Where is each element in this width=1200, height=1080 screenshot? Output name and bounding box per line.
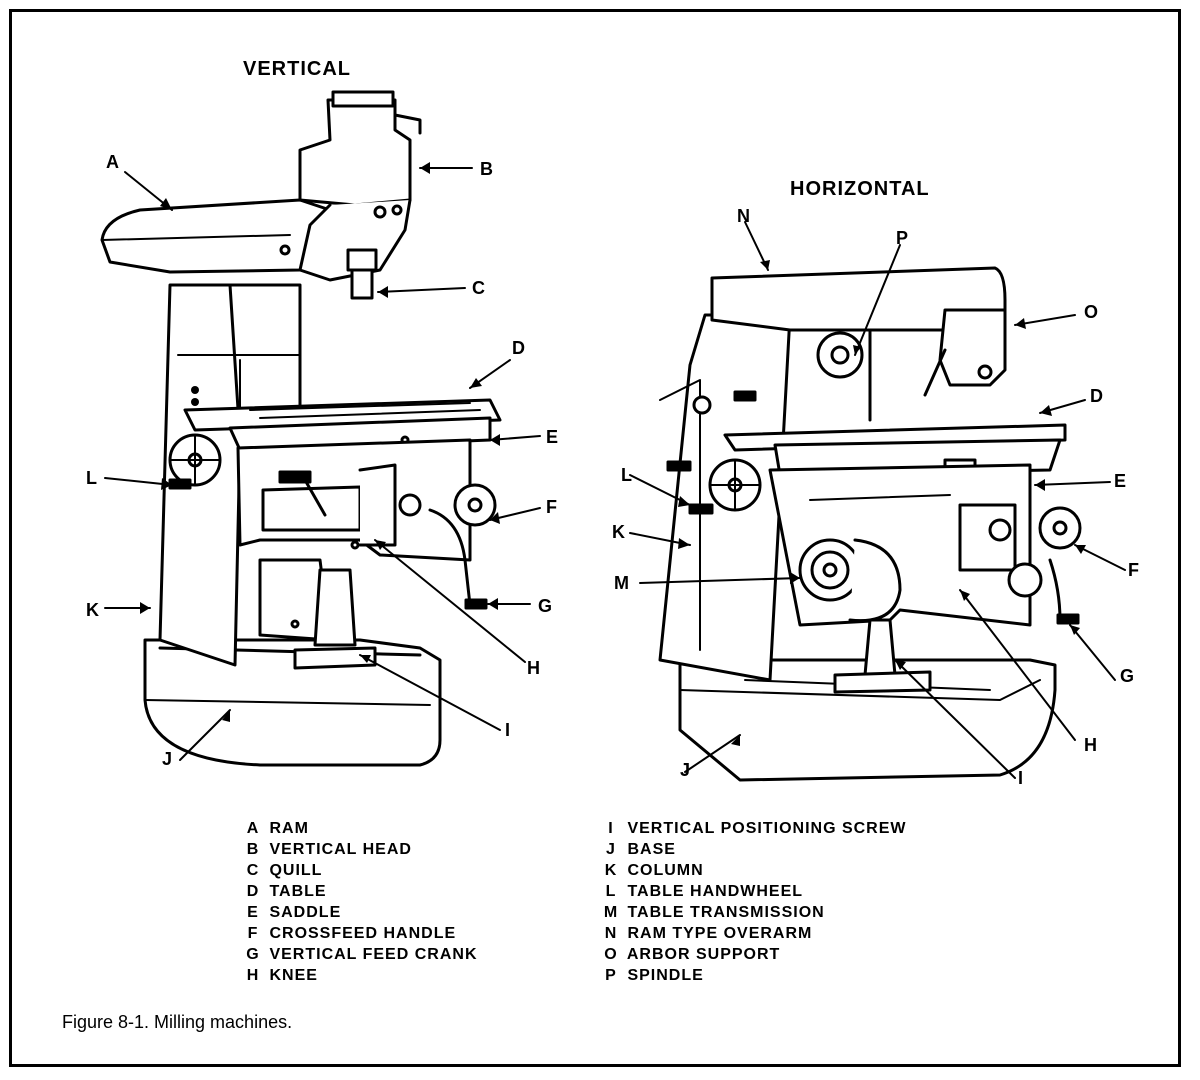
legend-item: B VERTICAL HEAD	[246, 841, 412, 858]
legend-item: K COLUMN	[604, 862, 704, 879]
callout-b: B	[480, 159, 493, 179]
callout-f-horizontal: F	[1128, 560, 1139, 580]
callout-g: G	[538, 596, 553, 616]
callout-f: F	[546, 497, 557, 517]
legend-item: H KNEE	[246, 967, 318, 984]
legend-item: P SPINDLE	[605, 967, 704, 984]
legend-item: F CROSSFEED HANDLE	[247, 925, 457, 942]
callout-m-horizontal: M	[614, 573, 629, 593]
legend-left: A RAM B VERTICAL HEAD C QUILL D TABLE E …	[242, 818, 478, 986]
leader-arrowheads	[140, 162, 1086, 746]
callout-e: E	[546, 427, 559, 447]
callout-d-horizontal: D	[1090, 386, 1103, 406]
callout-l-horizontal: L	[621, 465, 632, 485]
legend-item: A RAM	[246, 820, 309, 837]
callout-l: L	[86, 468, 97, 488]
legend-item: D TABLE	[246, 883, 327, 900]
legend-right: I VERTICAL POSITIONING SCREW J BASE K CO…	[600, 818, 907, 986]
callout-k-horizontal: K	[612, 522, 625, 542]
callout-j: J	[162, 749, 173, 769]
callout-d: D	[512, 338, 525, 358]
figure-frame	[9, 9, 1181, 1067]
callout-g-horizontal: G	[1120, 666, 1135, 686]
callout-i-horizontal: I	[1018, 768, 1024, 788]
legend-item: O ARBOR SUPPORT	[604, 946, 781, 963]
callout-h-horizontal: H	[1084, 735, 1097, 755]
callout-j-horizontal: J	[680, 760, 691, 780]
legend-item: G VERTICAL FEED CRANK	[246, 946, 478, 963]
callout-n-horizontal: N	[737, 206, 750, 226]
legend-item: J BASE	[606, 841, 676, 858]
callout-k: K	[86, 600, 99, 620]
legend-item: I VERTICAL POSITIONING SCREW	[608, 820, 907, 837]
callout-i: I	[505, 720, 511, 740]
callout-p-horizontal: P	[896, 228, 909, 248]
legend-item: N RAM TYPE OVERARM	[604, 925, 813, 942]
horizontal-mill-drawing	[658, 266, 1082, 782]
vertical-mill-drawing	[100, 90, 502, 767]
callout-h: H	[527, 658, 540, 678]
vertical-title: VERTICAL	[243, 58, 351, 80]
legend-item: E SADDLE	[247, 904, 342, 921]
horizontal-leader-lines	[629, 221, 1126, 779]
legend-item: C QUILL	[246, 862, 323, 879]
figure-caption: Figure 8-1. Milling machines.	[62, 1012, 293, 1032]
callout-c: C	[472, 278, 485, 298]
horizontal-title: HORIZONTAL	[790, 178, 930, 200]
legend-item: M TABLE TRANSMISSION	[603, 904, 825, 921]
callout-o-horizontal: O	[1084, 302, 1099, 322]
callout-e-horizontal: E	[1114, 471, 1127, 491]
callout-a: A	[106, 152, 119, 172]
legend-item: L TABLE HANDWHEEL	[605, 883, 804, 900]
